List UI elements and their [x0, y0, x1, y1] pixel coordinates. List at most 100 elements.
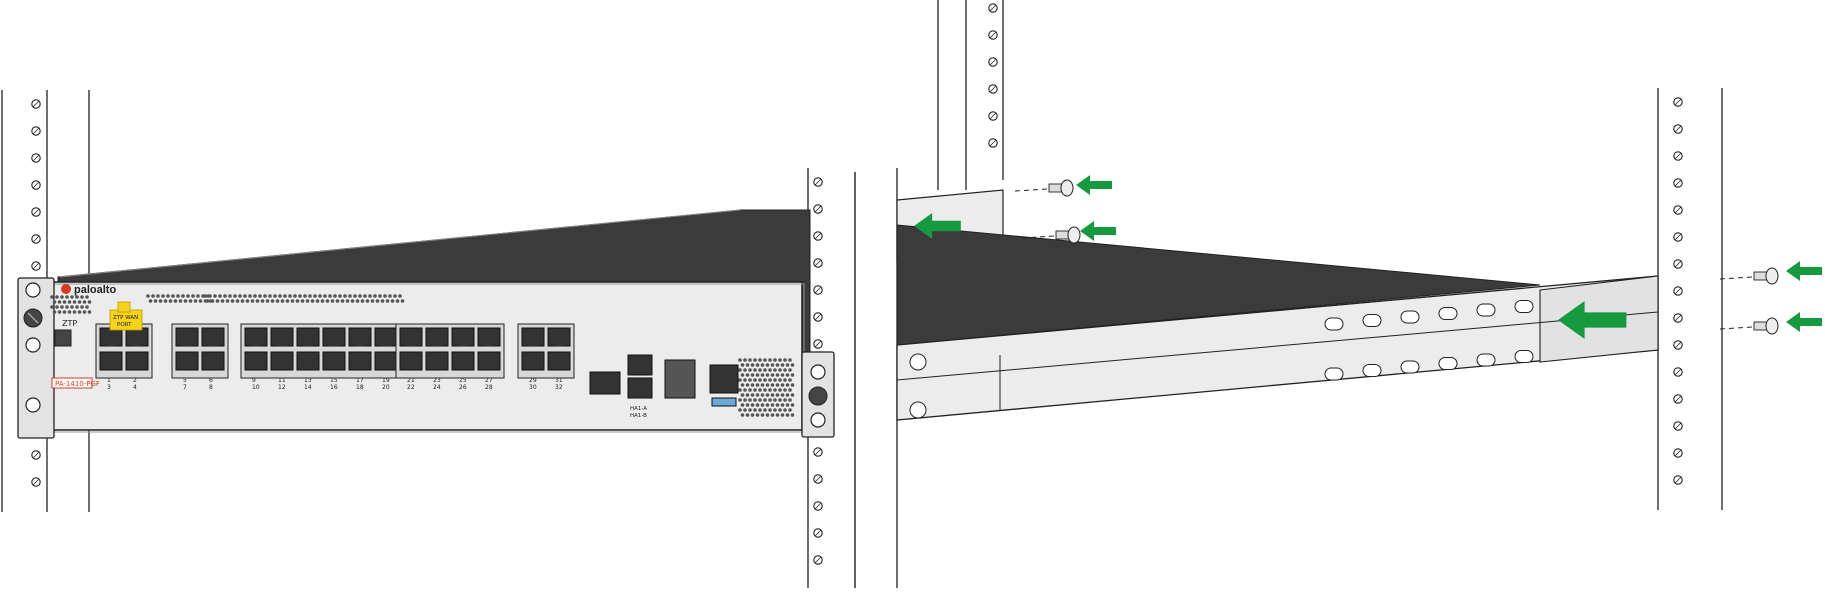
vent-hole — [753, 368, 757, 372]
vent-right — [738, 358, 795, 417]
port-latch — [251, 343, 261, 346]
vent-hole — [318, 294, 322, 298]
port-group — [240, 323, 402, 379]
vent-hole — [765, 363, 770, 367]
vent-hole — [758, 398, 762, 402]
vent-hole — [80, 295, 84, 299]
vent-hole — [183, 299, 188, 303]
vent-hole — [780, 403, 785, 407]
vent-hole — [330, 299, 335, 303]
vent-hole — [70, 295, 74, 299]
port-number: 24 — [433, 384, 441, 391]
rail-hole-mark — [1674, 314, 1682, 322]
vent-hole — [755, 363, 760, 367]
rail-hole-mark — [989, 58, 997, 66]
vent-hole — [260, 299, 265, 303]
vent-hole — [225, 299, 230, 303]
vent-hole — [778, 358, 782, 362]
vent-hole — [763, 368, 767, 372]
port-number: 23 — [433, 377, 441, 384]
ztp-wan-badge: ZTP WAN PORT — [109, 301, 143, 331]
vent-hole — [238, 294, 242, 298]
screw-guide-line — [1719, 276, 1753, 280]
mgmt-port — [709, 364, 739, 394]
vent-hole — [785, 363, 790, 367]
rail-slot — [1324, 317, 1344, 331]
vent-hole — [355, 299, 360, 303]
brand-name: paloalto — [74, 284, 116, 296]
vent-hole — [280, 299, 285, 303]
rail-slot — [1438, 307, 1458, 320]
ha-port — [627, 377, 653, 399]
rail-slot — [1514, 350, 1534, 363]
vent-hole — [738, 378, 742, 382]
rail-slot — [1514, 300, 1534, 313]
vent-hole — [178, 299, 183, 303]
vent-hole — [785, 393, 790, 397]
vent-hole — [235, 299, 240, 303]
vent-hole — [348, 294, 352, 298]
vent-hole — [325, 299, 330, 303]
rail-slot — [1476, 353, 1496, 367]
vent-hole — [753, 388, 757, 392]
port-number: 29 — [529, 377, 537, 384]
arrow-left-icon — [1558, 301, 1627, 339]
vent-hole — [213, 294, 217, 298]
vent-hole — [738, 368, 742, 372]
rail-hole-mark — [814, 286, 822, 294]
rail-hole-mark — [32, 208, 40, 216]
port-number: 30 — [529, 384, 537, 391]
vent-hole — [220, 299, 225, 303]
vent-hole — [738, 408, 742, 412]
rail-slot — [1362, 314, 1382, 327]
port-latch — [381, 343, 391, 346]
vent-hole — [215, 299, 220, 303]
vent-hole — [335, 299, 340, 303]
vent-hole — [743, 388, 747, 392]
ztp-wan-badge-line1: ZTP WAN — [113, 315, 138, 321]
screw-icon — [1067, 226, 1081, 244]
rail-hole-mark — [1674, 206, 1682, 214]
vent-hole — [70, 305, 74, 309]
vent-hole — [790, 403, 795, 407]
vent-hole — [50, 295, 54, 299]
vent-hole — [273, 294, 277, 298]
rail-hole-mark — [814, 475, 822, 483]
vent-hole — [783, 368, 787, 372]
vent-hole — [350, 299, 355, 303]
vent-hole — [745, 393, 750, 397]
vent-hole — [760, 403, 765, 407]
vent-hole — [765, 383, 770, 387]
vent-hole — [67, 310, 72, 314]
rear-rail-holes-right — [1673, 97, 1683, 485]
vent-hole — [755, 413, 760, 417]
port-latch — [329, 343, 339, 346]
vent-hole — [151, 294, 155, 298]
vent-hole — [305, 299, 310, 303]
vent-hole — [67, 300, 72, 304]
vent-hole — [778, 408, 782, 412]
vent-hole — [768, 368, 772, 372]
vent-hole — [775, 363, 780, 367]
vent-hole — [740, 373, 745, 377]
ethernet-port — [322, 351, 346, 371]
ztp-button[interactable] — [54, 329, 72, 347]
rail-hole-mark — [1674, 422, 1682, 430]
vent-hole — [745, 383, 750, 387]
vent-hole — [265, 299, 270, 303]
vent-hole — [353, 294, 357, 298]
rail-hole-mark — [989, 139, 997, 147]
vent-hole — [750, 383, 755, 387]
vent-hole — [760, 413, 765, 417]
port-number: 4 — [133, 384, 137, 391]
arrow-left-icon — [1076, 175, 1112, 195]
rail-hole-mark — [989, 112, 997, 120]
vent-hole — [773, 408, 777, 412]
vent-hole — [275, 299, 280, 303]
rail-hole-mark — [1674, 341, 1682, 349]
vent-hole — [790, 383, 795, 387]
rail-slots — [1324, 300, 1534, 381]
rail-slot — [1438, 357, 1458, 370]
vent-hole — [393, 294, 397, 298]
